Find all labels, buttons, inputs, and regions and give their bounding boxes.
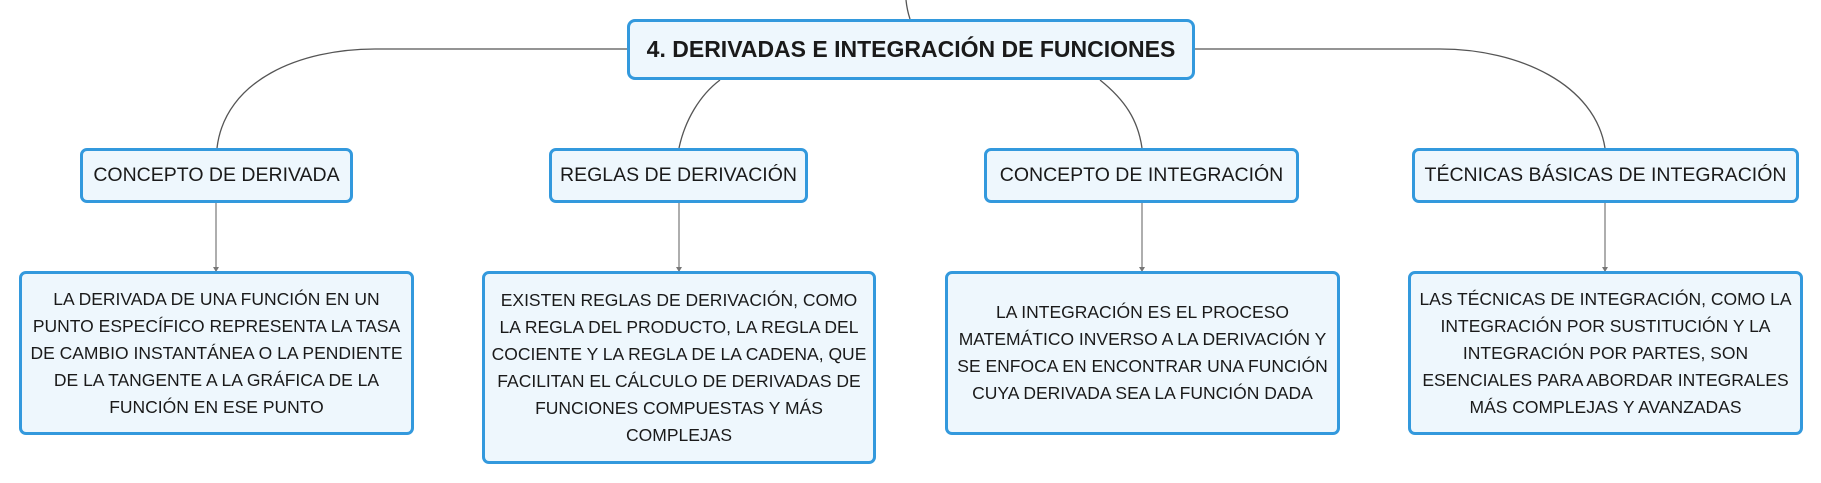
arrowhead-detail-4 [1602,267,1608,272]
topic-node-label: CONCEPTO DE DERIVADA [93,164,340,186]
detail-node-tecnicas-basicas-de-integracion[interactable]: LAS TÉCNICAS DE INTEGRACIÓN, COMO LA INT… [1408,271,1803,435]
topic-node-label: REGLAS DE DERIVACIÓN [560,164,797,186]
detail-node-concepto-de-integracion[interactable]: LA INTEGRACIÓN ES EL PROCESO MATEMÁTICO … [945,271,1340,435]
root-node[interactable]: 4. DERIVADAS E INTEGRACIÓN DE FUNCIONES [627,19,1195,80]
detail-node-text: LA INTEGRACIÓN ES EL PROCESO MATEMÁTICO … [957,302,1328,403]
topic-node-reglas-de-derivacion[interactable]: REGLAS DE DERIVACIÓN [549,148,808,203]
connector-root-to-topic-2 [678,79,721,149]
connector-root-to-topic-1 [216,48,627,149]
topic-node-concepto-de-derivada[interactable]: CONCEPTO DE DERIVADA [80,148,353,203]
detail-node-text: LA DERIVADA DE UNA FUNCIÓN EN UN PUNTO E… [30,288,403,417]
detail-node-reglas-de-derivacion[interactable]: EXISTEN REGLAS DE DERIVACIÓN, COMO LA RE… [482,271,876,464]
connector-root-to-topic-3 [1099,79,1143,149]
topic-node-tecnicas-basicas-de-integracion[interactable]: TÉCNICAS BÁSICAS DE INTEGRACIÓN [1412,148,1799,203]
arrowhead-detail-3 [1139,267,1145,272]
connector-root-to-topic-4 [1195,48,1606,149]
detail-node-text: LAS TÉCNICAS DE INTEGRACIÓN, COMO LA INT… [1419,288,1792,417]
detail-node-text: EXISTEN REGLAS DE DERIVACIÓN, COMO LA RE… [491,289,867,445]
topic-node-label: CONCEPTO DE INTEGRACIÓN [999,164,1284,186]
arrowhead-detail-2 [676,267,682,272]
root-node-label: 4. DERIVADAS E INTEGRACIÓN DE FUNCIONES [646,36,1176,62]
detail-node-concepto-de-derivada[interactable]: LA DERIVADA DE UNA FUNCIÓN EN UN PUNTO E… [19,271,414,435]
connector-parent-to-root [905,0,911,20]
topic-node-concepto-de-integracion[interactable]: CONCEPTO DE INTEGRACIÓN [984,148,1299,203]
topic-node-label: TÉCNICAS BÁSICAS DE INTEGRACIÓN [1424,164,1787,186]
arrowhead-detail-1 [213,267,219,272]
